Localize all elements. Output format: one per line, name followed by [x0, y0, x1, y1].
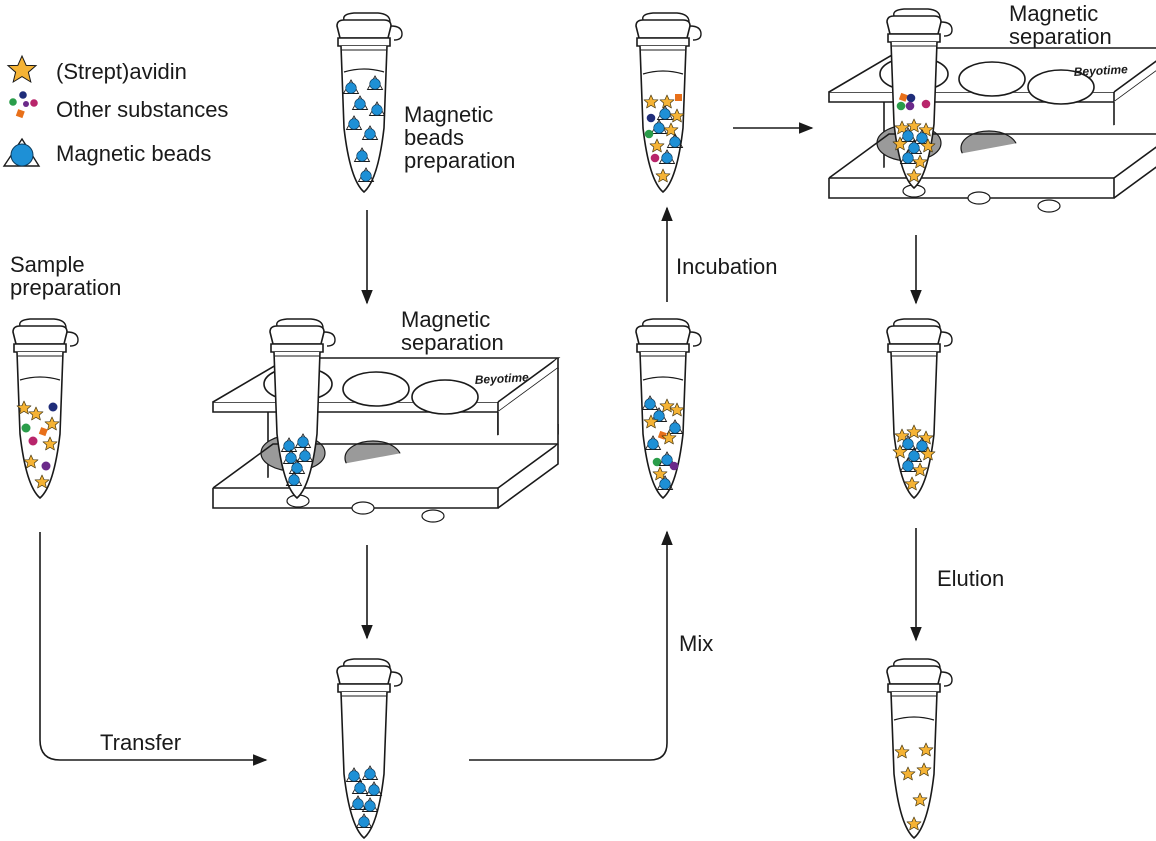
legend-magnetic-bead-icon	[2, 137, 41, 167]
label-beads-prep-3: preparation	[404, 148, 516, 173]
label-mag-sep-2-line1: Magnetic	[1009, 1, 1099, 26]
tube-bound-beads	[886, 318, 953, 499]
arrow-transfer	[39, 532, 268, 766]
legend-label-streptavidin: (Strept)avidin	[56, 59, 187, 84]
legend	[2, 54, 41, 167]
label-sample-prep-1: Sample	[10, 252, 85, 277]
tube-mixed	[635, 318, 702, 499]
legend-label-other-substances: Other substances	[56, 97, 229, 122]
arrow-mix	[469, 530, 673, 761]
tube-sample-prep	[12, 318, 79, 499]
label-beads-prep-2: beads	[404, 125, 464, 150]
label-beads-prep-1: Magnetic	[404, 102, 494, 127]
tube-beads-prep	[336, 12, 403, 193]
label-elution: Elution	[937, 566, 1005, 591]
arrows	[39, 122, 922, 766]
label-mix: Mix	[679, 631, 714, 656]
tube-incubated	[635, 12, 702, 193]
label-mag-sep-1-line2: separation	[401, 330, 504, 355]
label-sample-prep-2: preparation	[10, 275, 122, 300]
brand-label-2: Beyotime	[1073, 62, 1128, 79]
label-mag-sep-2-line2: separation	[1009, 24, 1112, 49]
magnetic-rack-2: Beyotime	[828, 47, 1156, 213]
tube-washed-beads	[336, 658, 403, 839]
label-mag-sep-1-line1: Magnetic	[401, 307, 491, 332]
tube-eluted	[886, 658, 953, 839]
label-transfer: Transfer	[100, 730, 182, 755]
brand-label-1: Beyotime	[474, 370, 529, 387]
magnetic-rack-1: Beyotime	[212, 357, 561, 523]
legend-star-icon	[6, 54, 38, 84]
tube-in-rack-2	[886, 8, 953, 189]
legend-other-substances-icon	[9, 91, 38, 119]
legend-label-magnetic-beads: Magnetic beads	[56, 141, 212, 166]
label-incubation: Incubation	[676, 254, 778, 279]
